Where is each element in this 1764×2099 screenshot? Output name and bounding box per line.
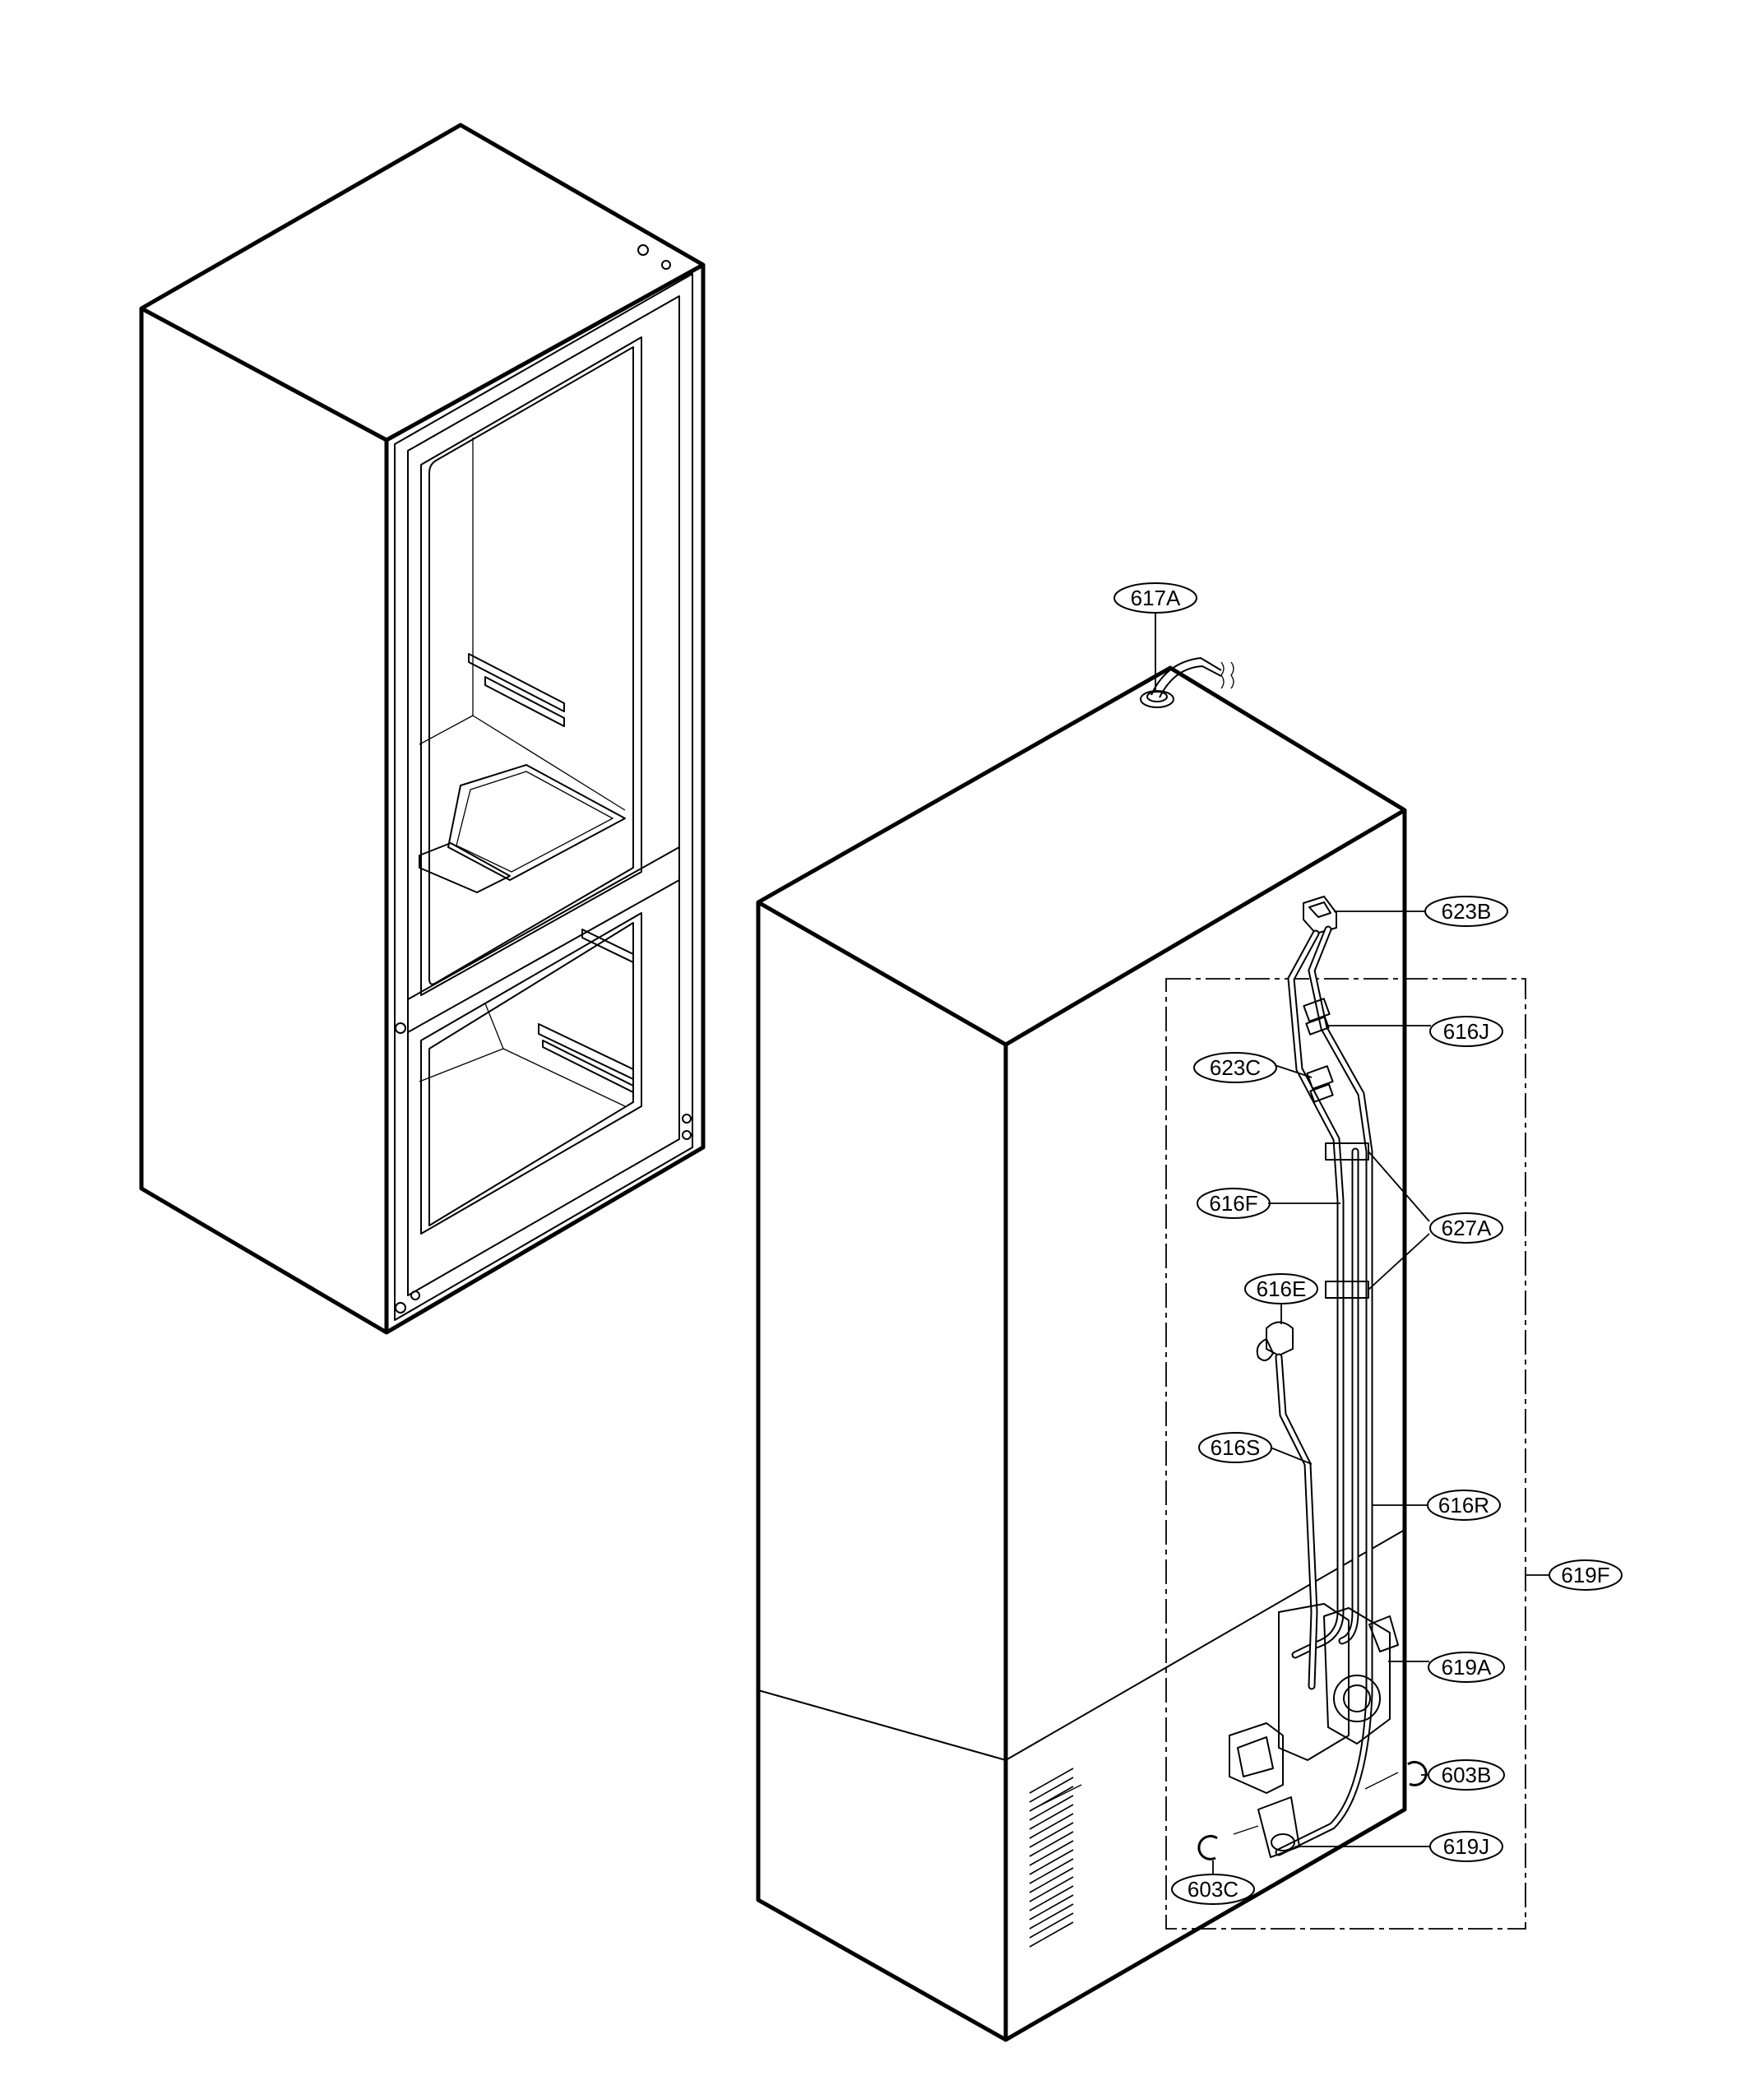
- front-cabinet-illustration: [139, 123, 706, 1335]
- callout-label: 627A: [1442, 1216, 1492, 1240]
- rear-cabinet-illustration: [756, 657, 1407, 2042]
- callout-label: 603B: [1442, 1763, 1492, 1787]
- callout-616r: 616R: [1427, 1490, 1501, 1521]
- vent-slat: [1029, 1849, 1074, 1875]
- callout-label: 617A: [1131, 586, 1181, 610]
- callout-616j: 616J: [1429, 1016, 1503, 1047]
- callout-label: 603C: [1188, 1877, 1239, 1902]
- vent-slat: [1029, 1768, 1074, 1794]
- vent-slat: [1029, 1822, 1074, 1848]
- callout-616e: 616E: [1244, 1273, 1318, 1304]
- callout-label: 616F: [1209, 1191, 1257, 1216]
- vent-slat: [1029, 1921, 1074, 1948]
- callout-617a: 617A: [1113, 582, 1197, 614]
- vent-slat: [1029, 1912, 1074, 1939]
- vent-slat: [1029, 1894, 1074, 1921]
- callout-label: 619J: [1443, 1834, 1489, 1859]
- assembly-619f-boundary: [1165, 978, 1526, 1930]
- vent-slat: [1029, 1813, 1074, 1839]
- callout-label: 616S: [1211, 1435, 1261, 1460]
- callout-623c: 623C: [1193, 1052, 1277, 1083]
- vent-slat: [1029, 1804, 1074, 1830]
- callout-623b: 623B: [1424, 896, 1508, 927]
- callout-603c: 603C: [1171, 1874, 1255, 1905]
- vent-slat: [1029, 1903, 1074, 1930]
- callout-label: 616R: [1438, 1493, 1489, 1517]
- callout-label: 619A: [1442, 1655, 1492, 1680]
- callout-label: 616J: [1443, 1019, 1489, 1044]
- callout-619a: 619A: [1428, 1652, 1505, 1683]
- callout-label: 616E: [1257, 1277, 1307, 1301]
- callout-603b: 603B: [1428, 1759, 1505, 1791]
- callout-616s: 616S: [1198, 1432, 1272, 1463]
- vent-slat: [1029, 1840, 1074, 1866]
- callout-627a: 627A: [1429, 1212, 1503, 1244]
- callout-616f: 616F: [1197, 1188, 1271, 1219]
- callout-label: 623C: [1210, 1055, 1261, 1080]
- callout-label: 619F: [1561, 1563, 1609, 1587]
- vent-slat: [1029, 1867, 1074, 1893]
- water-tube-assembly: [1197, 896, 1428, 1860]
- vent-slat: [1029, 1795, 1074, 1821]
- vent-slat: [1029, 1786, 1074, 1812]
- vent-slat: [1029, 1858, 1074, 1884]
- vent-slat: [1029, 1831, 1074, 1857]
- callout-label: 623B: [1442, 899, 1492, 924]
- vent-slat: [1029, 1885, 1074, 1911]
- vent-slats: [1029, 1768, 1074, 1948]
- callout-619j: 619J: [1429, 1831, 1503, 1862]
- leader-lines: [1155, 612, 1550, 1874]
- vent-slat: [1029, 1876, 1074, 1902]
- callout-619f: 619F: [1549, 1559, 1623, 1591]
- vent-slat: [1029, 1777, 1074, 1803]
